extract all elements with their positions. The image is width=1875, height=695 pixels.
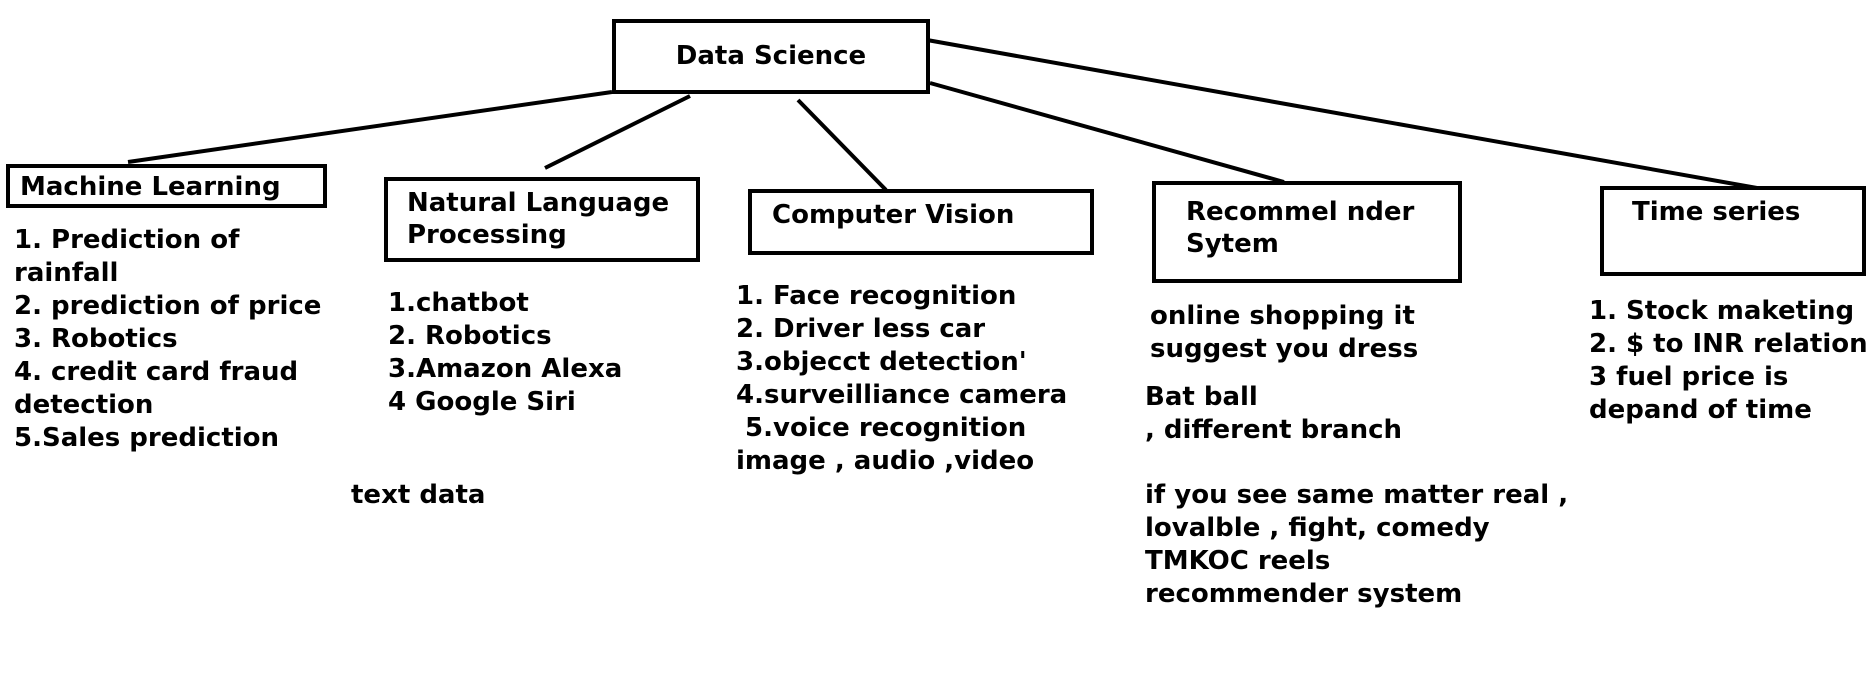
list-item: image , audio ,video: [736, 446, 1035, 476]
list-item: 4.surveilliance camera: [736, 380, 1068, 410]
list-item: , different branch: [1145, 415, 1403, 445]
list-item: 4. credit card fraud: [14, 357, 299, 387]
list-item: 1. Stock maketing: [1589, 296, 1855, 326]
edge-machine-learning: [127, 90, 613, 164]
list-item: 2. prediction of price: [14, 291, 322, 321]
edge-nlp: [544, 94, 691, 170]
list-item: 2. $ to INR relation: [1589, 329, 1868, 359]
node-recommender-system: Recommel nder Sytem: [1152, 181, 1462, 283]
list-item: 2. Robotics: [388, 321, 552, 351]
list-item: 3. Robotics: [14, 324, 178, 354]
node-data-science: Data Science: [612, 19, 930, 94]
list-item: 1.chatbot: [388, 288, 529, 318]
list-item: online shopping it: [1150, 301, 1415, 331]
list-item: suggest you dress: [1150, 334, 1419, 364]
nlp-note-text: text data: [351, 480, 486, 510]
list-item: 3.objecct detection': [736, 347, 1027, 377]
node-computer-vision: Computer Vision: [748, 189, 1094, 255]
list-item: 3 fuel price is: [1589, 362, 1789, 392]
node-nlp: Natural Language Processing: [384, 177, 700, 262]
list-item: 1. Prediction of: [14, 225, 240, 255]
node-machine-learning-label: Machine Learning: [20, 172, 281, 202]
edge-computer-vision: [796, 98, 888, 192]
recommender-text-1: online shopping it suggest you dress: [1150, 300, 1418, 366]
node-time-series: Time series: [1600, 186, 1866, 276]
nlp-note: text data: [351, 479, 485, 512]
list-item: recommender system: [1145, 579, 1463, 609]
list-item: 5.voice recognition: [736, 413, 1027, 443]
node-recommender-system-label: Recommel nder Sytem: [1186, 197, 1415, 259]
nlp-list: 1.chatbot 2. Robotics 3.Amazon Alexa 4 G…: [388, 287, 622, 419]
list-item: 3.Amazon Alexa: [388, 354, 623, 384]
list-item: 2. Driver less car: [736, 314, 986, 344]
recommender-text-3: if you see same matter real , lovalble ,…: [1145, 479, 1568, 611]
list-item: 5.Sales prediction: [14, 423, 280, 453]
list-item: detection: [14, 390, 154, 420]
node-computer-vision-label: Computer Vision: [772, 200, 1015, 230]
list-item: TMKOC reels: [1145, 546, 1331, 576]
machine-learning-list: 1. Prediction of rainfall 2. prediction …: [14, 224, 321, 455]
list-item: if you see same matter real ,: [1145, 480, 1569, 510]
list-item: lovalble , fight, comedy: [1145, 513, 1490, 543]
time-series-list: 1. Stock maketing 2. $ to INR relation 3…: [1589, 295, 1868, 427]
list-item: 1. Face recognition: [736, 281, 1017, 311]
node-data-science-label: Data Science: [675, 41, 867, 71]
node-nlp-label: Natural Language Processing: [407, 188, 670, 250]
list-item: 4 Google Siri: [388, 387, 576, 417]
edge-time-series: [926, 38, 1758, 190]
list-item: rainfall: [14, 258, 119, 288]
computer-vision-list: 1. Face recognition 2. Driver less car 3…: [736, 280, 1067, 478]
list-item: Bat ball: [1145, 382, 1258, 412]
node-machine-learning: Machine Learning: [6, 164, 327, 208]
node-time-series-label: Time series: [1632, 197, 1801, 227]
recommender-text-2: Bat ball , different branch: [1145, 381, 1402, 447]
edge-recommender: [929, 81, 1285, 184]
list-item: depand of time: [1589, 395, 1812, 425]
